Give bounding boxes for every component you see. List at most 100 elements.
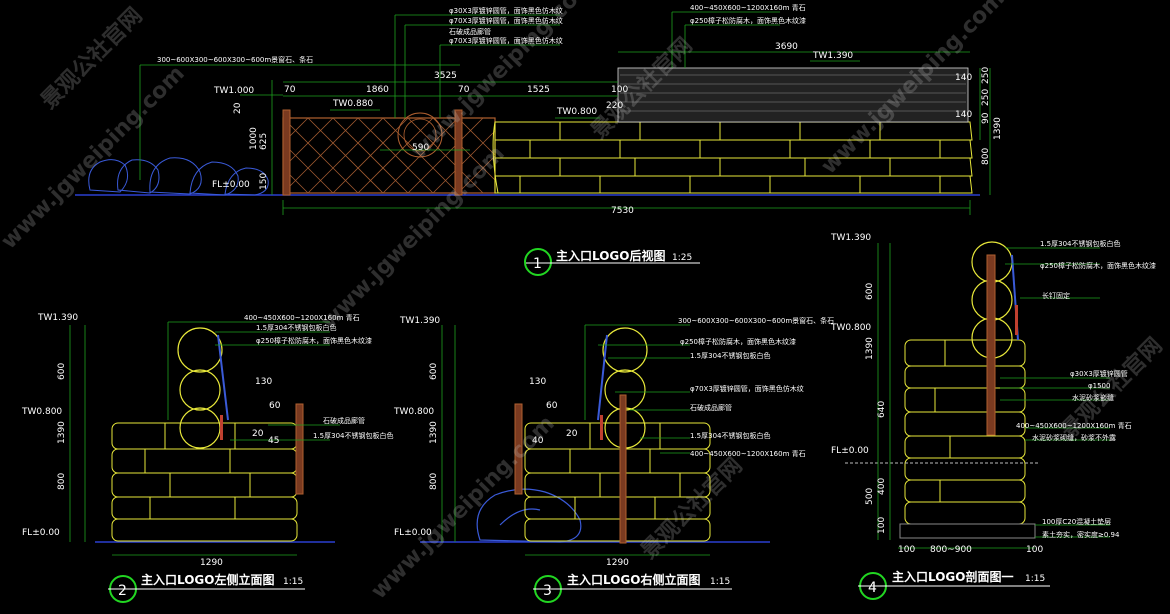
view4-note-concrete: 100厚C20混凝土垫层 [1042, 517, 1111, 526]
dim-70a: 70 [284, 85, 296, 95]
view4-level-tw1390: TW1.390 [830, 233, 871, 243]
view1-number: 1 [533, 256, 542, 272]
stone-stack [492, 121, 973, 194]
view4-note-steel: 1.5厚304不锈钢包板白色 [1040, 239, 1121, 248]
view2-post [295, 403, 304, 495]
dim-625: 625 [259, 133, 269, 150]
dim-100: 100 [611, 85, 628, 95]
dim-1000: 1000 [249, 127, 259, 150]
dim-250a: 250 [981, 67, 991, 84]
view3-right-elevation: 1290 600 1390 800 130 60 40 20 TW1.390 T… [393, 316, 834, 603]
view4-dim-100a: 100 [898, 545, 915, 555]
view3-stone-stack [524, 422, 711, 542]
view3-note-steel: 1.5厚304不锈钢包板白色 [690, 351, 771, 360]
view4-level-fl: FL±0.00 [831, 446, 869, 456]
dim-90: 90 [981, 112, 991, 124]
watermark-cn-1: 景观公社官网 [36, 3, 148, 115]
level-tw1390: TW1.390 [812, 51, 853, 61]
view2-dim-1390: 1390 [57, 421, 67, 444]
view2-note-pine-log: φ250樟子松防腐木，面饰黑色木纹漆 [256, 336, 372, 345]
view4-scale: 1:15 [1025, 574, 1045, 584]
dim-3690: 3690 [775, 42, 798, 52]
view2-stone-stack [111, 422, 298, 542]
note-pipe-70a: φ70X3厚镀锌圆管，面饰黑色仿木纹 [449, 16, 563, 25]
dim-140a: 140 [955, 73, 972, 83]
view4-level-tw0800: TW0.800 [830, 323, 871, 333]
view3-level-fl: FL±0.00 [394, 528, 432, 538]
watermark-url-5: www.jgweiping.com [367, 411, 560, 604]
view2-dim-130: 130 [255, 377, 272, 387]
level-tw1000: TW1.000 [213, 86, 254, 96]
view4-note-mortar-joint: 水泥砂浆嵌缝 [1072, 393, 1114, 402]
view1-number-circle [524, 248, 552, 276]
dim-800: 800 [981, 148, 991, 165]
view2-left-elevation: 1290 600 1390 800 130 60 20 45 TW1.390 T… [21, 313, 394, 603]
view2-scale: 1:15 [283, 577, 303, 587]
view3-note-steel-b: 1.5厚304不锈钢包板白色 [690, 431, 771, 440]
view4-dim-640: 640 [877, 401, 887, 418]
view3-note-pine-log: φ250樟子松防腐木，面饰黑色木纹漆 [680, 337, 796, 346]
level-tw0800: TW0.800 [556, 107, 597, 117]
view4-note-mortar-bed: 水泥砂浆砌缝，砂浆不外露 [1032, 433, 1116, 442]
view1-title: 主入口LOGO后视图 [556, 248, 665, 263]
view3-note-stone-window: 300~600X300~600X300~600m景窗石、条石 [678, 316, 834, 325]
view4-dim-600: 600 [865, 283, 875, 300]
note-pipe-70b: φ70X3厚镀锌圆管，面饰黑色仿木纹 [449, 36, 563, 45]
view1-rear-elevation: 7530 3690 3525 1860 70 70 1525 100 220 5… [75, 3, 1003, 276]
view2-number: 2 [118, 583, 127, 599]
rock-cluster [88, 157, 269, 196]
view3-dim-20: 20 [566, 429, 578, 439]
view3-number: 3 [543, 583, 552, 599]
dim-1860: 1860 [366, 85, 389, 95]
note-stone-product: 石破成品廊管 [449, 27, 491, 36]
view2-dim-1290: 1290 [200, 558, 223, 568]
view2-note-bluestone: 400~450X600~1200X160m 青石 [244, 313, 360, 322]
view4-section: 800~900 100 100 600 1390 640 500 400 100… [830, 233, 1156, 600]
view2-note-steel: 1.5厚304不锈钢包板白色 [256, 323, 337, 332]
watermark-cn-4: 景观公社官网 [636, 453, 748, 565]
note-bluestone: 400~450X600~1200X160m 青石 [690, 3, 806, 12]
note-pine-log: φ250樟子松防腐木，面饰黑色木纹漆 [690, 16, 806, 25]
dim-250b: 250 [981, 89, 991, 106]
view3-scale: 1:15 [710, 577, 730, 587]
view4-dim-1390: 1390 [865, 337, 875, 360]
view3-note-bluestone: 400~450X600~1200X160m 青石 [690, 449, 806, 458]
watermark-url-2: www.jgweiping.com [317, 141, 510, 334]
dim-3525: 3525 [434, 71, 457, 81]
view3-rock [476, 488, 582, 543]
dim-1390: 1390 [993, 117, 1003, 140]
view3-note-stone-product: 石破成品廊管 [690, 403, 732, 412]
view4-note-dia1500: φ1500 [1088, 382, 1110, 390]
view4-note-pine-log: φ250樟子松防腐木，面饰黑色木纹漆 [1040, 261, 1156, 270]
view4-post [986, 254, 996, 436]
view2-level-tw0800: TW0.800 [21, 407, 62, 417]
view3-dim-130: 130 [529, 377, 546, 387]
dim-590: 590 [412, 143, 429, 153]
view1-dim-lines [139, 11, 991, 215]
view2-dim-60: 60 [269, 401, 281, 411]
view2-note-stone-product: 石破成品廊管 [323, 416, 365, 425]
view3-dim-1290: 1290 [606, 558, 629, 568]
log-band [617, 67, 969, 123]
view1-scale: 1:25 [672, 253, 692, 263]
view3-post-center [619, 394, 627, 544]
view3-title: 主入口LOGO右侧立面图 [567, 572, 700, 587]
view2-dim-800: 800 [57, 473, 67, 490]
view3-dim-800: 800 [429, 473, 439, 490]
dim-7530: 7530 [611, 206, 634, 216]
dim-150: 150 [259, 173, 269, 190]
dim-20: 20 [233, 102, 243, 114]
view2-dim-600: 600 [57, 363, 67, 380]
view2-note-steel-b: 1.5厚304不锈钢包板白色 [313, 431, 394, 440]
view3-level-tw1390: TW1.390 [399, 316, 440, 326]
view4-number: 4 [868, 580, 877, 596]
note-pipe-30: φ30X3厚镀锌圆管，面饰黑色仿木纹 [449, 6, 563, 15]
view3-dim-60: 60 [546, 401, 558, 411]
view4-note-pipe-30: φ30X3厚镀锌圆管 [1070, 369, 1128, 378]
view4-note-nail: 长钉固定 [1042, 291, 1070, 300]
view4-concrete-pad [899, 523, 1036, 539]
view4-dim-500: 500 [865, 488, 875, 505]
view3-level-tw0800: TW0.800 [393, 407, 434, 417]
view2-logs [177, 327, 223, 449]
